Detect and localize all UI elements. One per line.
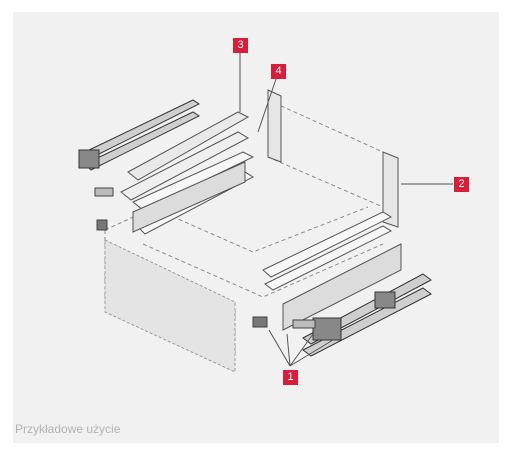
callout-1: 1 [283,370,298,385]
drawer-front-panel [104,239,236,373]
right-drawer-side [262,211,402,331]
leader-lines [239,50,453,367]
back-upright-left [267,89,282,163]
back-upright-right [382,151,399,228]
figure-panel: 3 4 2 1 Przykładowe użycie [13,12,499,443]
figure-caption: Przykładowe użycie [15,422,121,436]
left-drawer-side [120,111,255,235]
callout-2: 2 [454,177,469,192]
left-runner [78,99,200,171]
callout-4: 4 [271,64,286,79]
right-small-parts [252,316,316,329]
right-runner [302,273,432,357]
left-small-parts [94,187,114,231]
callout-3: 3 [233,38,248,53]
drawer-exploded-diagram [78,50,453,373]
